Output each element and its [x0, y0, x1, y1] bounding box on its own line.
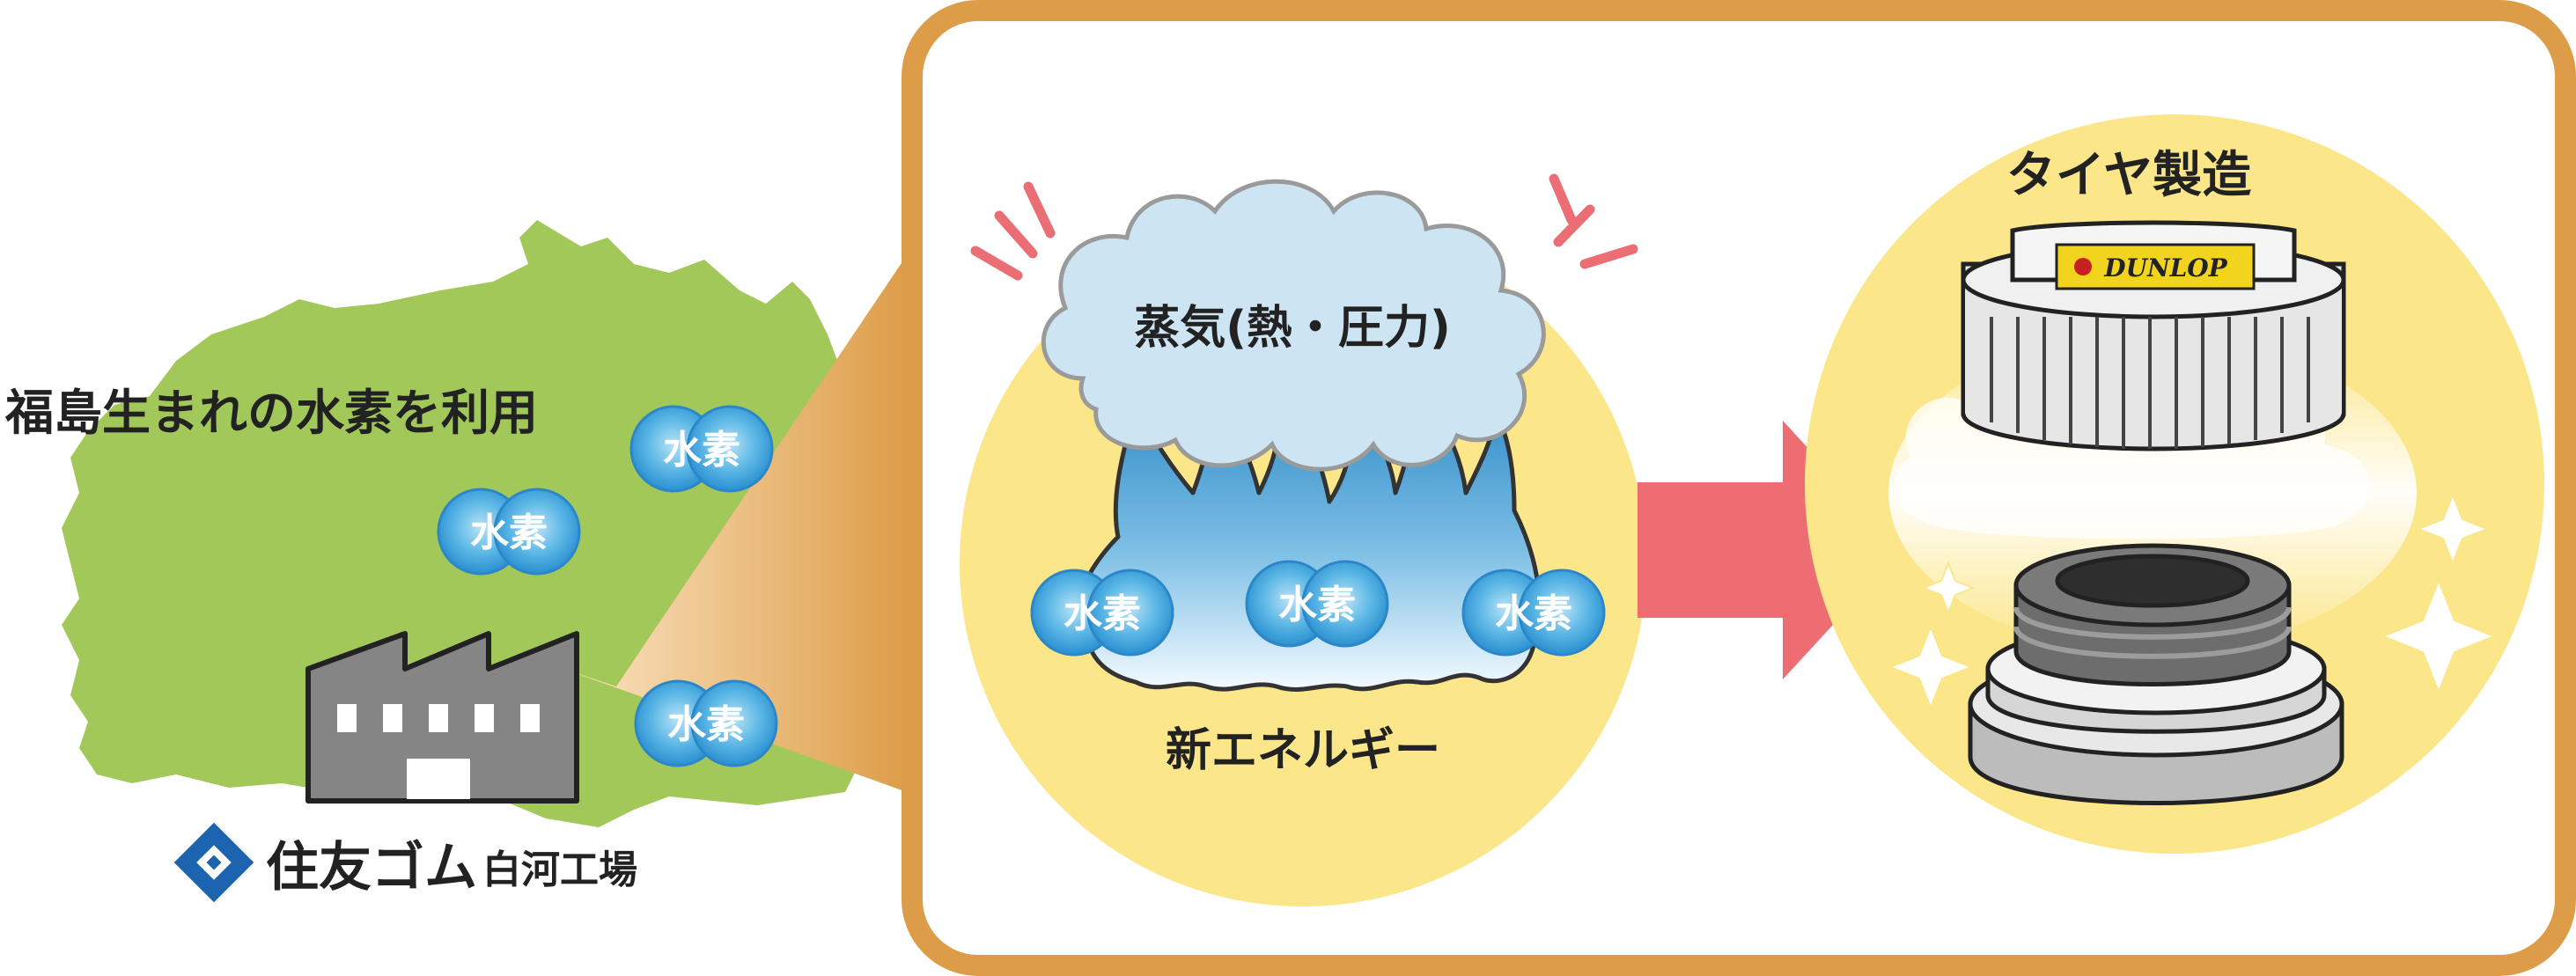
svg-text:水素: 水素: [663, 428, 740, 473]
hydrogen-bubble: 水素: [437, 488, 581, 576]
factory-icon: [305, 631, 579, 804]
hydrogen-bubble: 水素: [1030, 569, 1174, 657]
tire-mold: [1961, 220, 2346, 451]
company-logo-icon: [173, 822, 254, 903]
svg-text:水素: 水素: [1495, 591, 1572, 636]
company-name: 住友ゴム: [266, 837, 477, 899]
svg-text:水素: 水素: [667, 702, 745, 747]
steam-label: 蒸気(熱・圧力): [1134, 302, 1451, 355]
emphasis-ticks-right: [1549, 173, 1638, 269]
map-caption: 福島生まれの水素を利用: [4, 385, 538, 441]
svg-text:DUNLOP: DUNLOP: [2103, 253, 2227, 283]
brand-badge: DUNLOP: [2074, 253, 2228, 283]
svg-text:水素: 水素: [1278, 583, 1356, 627]
hydrogen-bubble: 水素: [1461, 569, 1606, 657]
hydrogen-bubble: 水素: [1245, 560, 1389, 648]
svg-text:水素: 水素: [1064, 591, 1141, 636]
tire-title: タイヤ製造: [2006, 147, 2251, 204]
sparkle-icon: [1888, 492, 2497, 710]
new-energy-label: 新エネルギー: [1166, 724, 1440, 777]
tire-icon: [1968, 543, 2344, 805]
cloud-icon: [1041, 179, 1546, 472]
emphasis-ticks-left: [970, 181, 1056, 281]
svg-text:水素: 水素: [470, 510, 548, 555]
hydrogen-bubble: 水素: [634, 679, 778, 767]
plant-name: 白河工場: [482, 848, 637, 892]
hydrogen-bubble: 水素: [629, 405, 774, 493]
zoom-funnel: [563, 255, 907, 792]
